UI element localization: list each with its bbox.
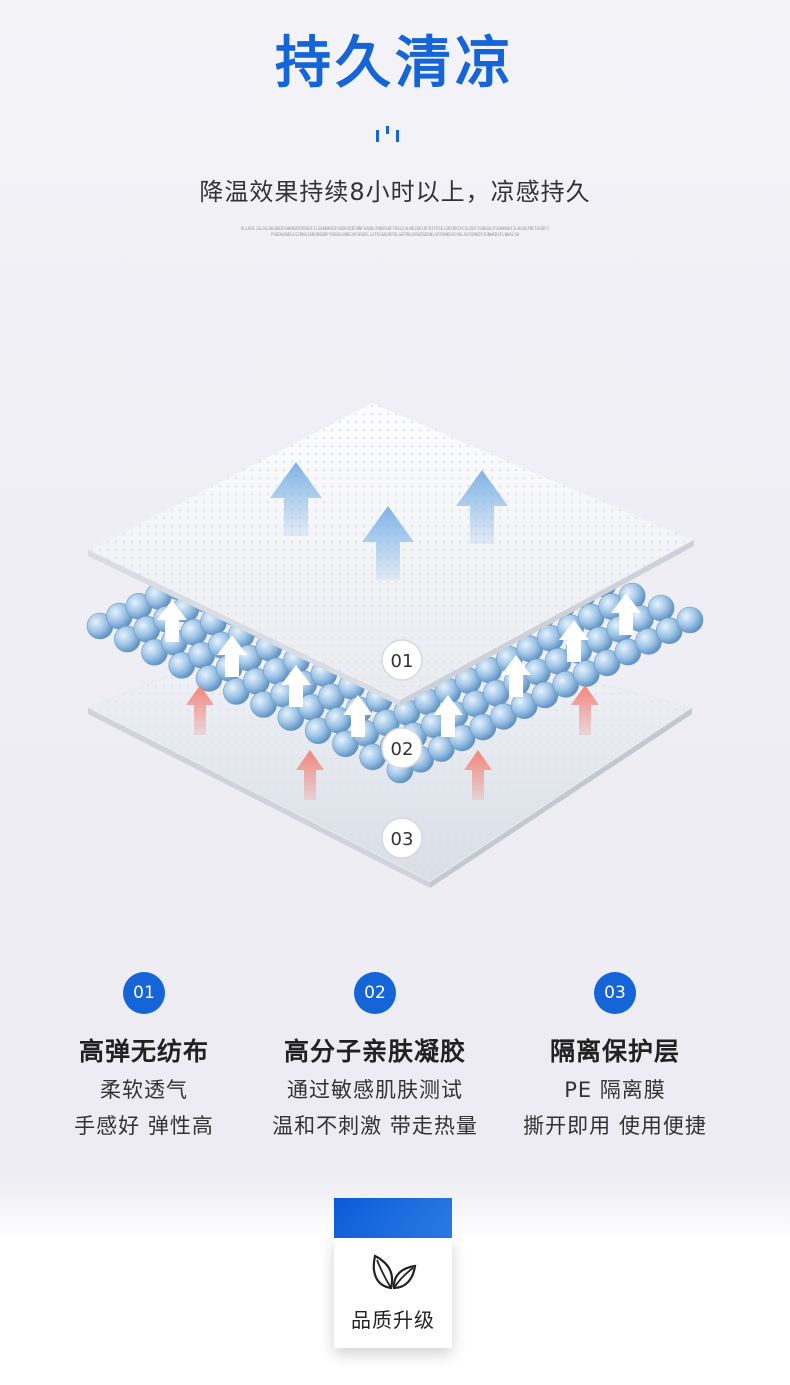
white-arrow (343, 695, 373, 737)
gel-bead (676, 606, 704, 634)
feature-02: 02 高分子亲肤凝胶 通过敏感肌肤测试 温和不刺激 带走热量 (255, 972, 495, 1140)
layer-label-03-text: 03 (391, 829, 414, 850)
feature-01-line2: 手感好 弹性高 (74, 1114, 214, 1138)
feature-01: 01 高弹无纺布 柔软透气 手感好 弹性高 (24, 972, 264, 1140)
feature-03-number: 03 (594, 972, 636, 1014)
gel-bead (448, 724, 476, 752)
leaf-icon (372, 1254, 417, 1290)
feature-03-line2: 撕开即用 使用便捷 (523, 1114, 707, 1138)
feature-01-number: 01 (123, 972, 165, 1014)
page-title: 持久清凉 (275, 31, 515, 96)
feature-01-line1: 柔软透气 (100, 1078, 188, 1102)
page-subtitle: 降温效果持续8小时以上，凉感持久 (199, 178, 591, 206)
white-arrow (501, 655, 531, 697)
layer-label-03: 03 (381, 817, 423, 859)
warm-arrows (186, 685, 599, 800)
layer-label-01: 01 (381, 639, 423, 681)
white-arrow (611, 593, 641, 635)
white-arrow (157, 600, 187, 642)
quality-badge: 品质升级 (334, 1238, 452, 1348)
fine-print: OLLKDFJSLDSJHGOKDFGHKNSDFRRSDFJLSDKNKSDF… (240, 226, 550, 237)
layer-illustration: 01 02 03 (85, 400, 704, 888)
white-arrow (433, 695, 463, 737)
gel-bead (647, 594, 675, 622)
feature-03: 03 隔离保护层 PE 隔离膜 撕开即用 使用便捷 (495, 972, 735, 1140)
feature-01-title: 高弹无纺布 (78, 1037, 209, 1066)
feature-02-line1: 通过敏感肌肤测试 (287, 1078, 463, 1102)
white-arrow (217, 635, 247, 677)
feature-02-title: 高分子亲肤凝胶 (283, 1037, 466, 1066)
badge-accent-bar (334, 1198, 452, 1238)
feature-02-line2: 温和不刺激 带走热量 (272, 1114, 478, 1138)
gel-bead (593, 649, 621, 677)
cool-arrows (270, 462, 508, 580)
layer-label-02-text: 02 (391, 739, 414, 760)
layer-label-02: 02 (381, 727, 423, 769)
divider-ticks (376, 126, 406, 146)
white-arrow (281, 665, 311, 707)
feature-03-line1: PE 隔离膜 (564, 1078, 666, 1102)
layer-label-01-text: 01 (391, 651, 414, 672)
badge-label: 品质升级 (351, 1308, 435, 1332)
feature-03-title: 隔离保护层 (549, 1037, 680, 1066)
feature-02-number: 02 (354, 972, 396, 1014)
white-arrow (559, 620, 589, 662)
